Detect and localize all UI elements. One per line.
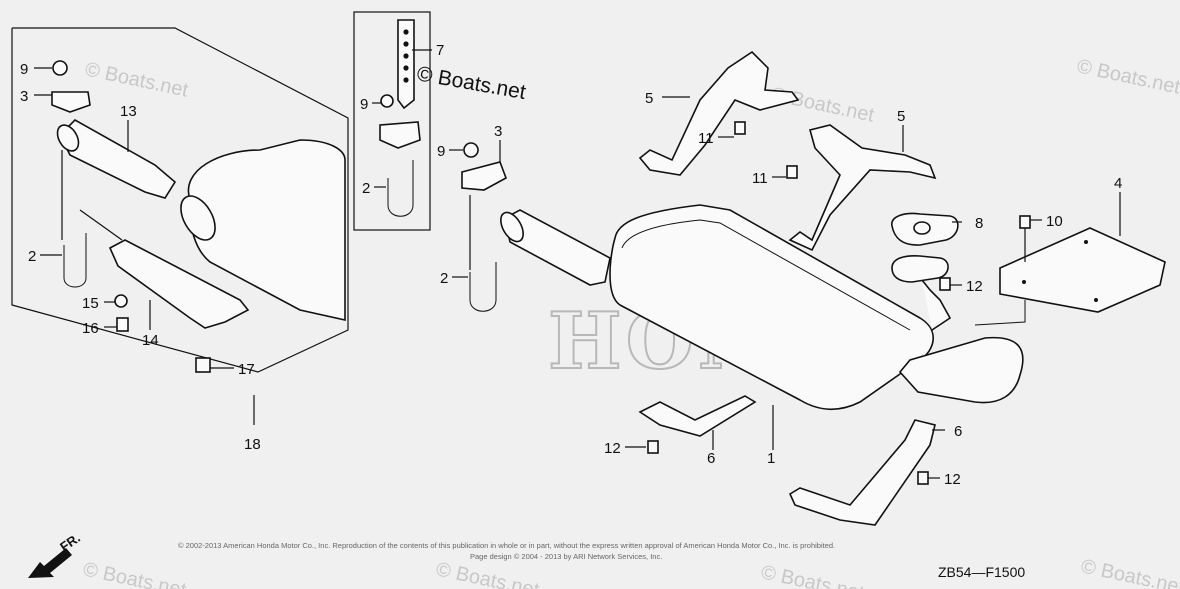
diagram-code: ZB54—F1500 bbox=[938, 564, 1025, 580]
tail-pipe-13 bbox=[59, 119, 177, 199]
left-inset-frame bbox=[11, 27, 349, 373]
callout-6b: 6 bbox=[954, 423, 962, 440]
callout-8: 8 bbox=[975, 215, 983, 232]
bracket-6-lower bbox=[638, 395, 757, 437]
callout-14: 14 bbox=[142, 332, 159, 349]
leader-lines bbox=[34, 49, 1121, 479]
bracket-5-upper-left bbox=[638, 50, 800, 176]
callout-5b: 5 bbox=[897, 108, 905, 125]
main-watermark: © Boats.net bbox=[415, 62, 528, 104]
callout-13: 13 bbox=[120, 103, 137, 120]
bolt-10 bbox=[1019, 215, 1031, 229]
clamp-center bbox=[379, 121, 421, 149]
callout-4: 4 bbox=[1114, 175, 1122, 192]
ghost-watermark-7: © Boats.net bbox=[1079, 555, 1180, 589]
center-inset-frame bbox=[353, 11, 431, 231]
bracket-6-right bbox=[788, 419, 936, 526]
heat-shield-4 bbox=[999, 227, 1166, 313]
callout-18: 18 bbox=[244, 436, 261, 453]
nut-9-left bbox=[52, 60, 68, 76]
callout-2a: 2 bbox=[28, 248, 36, 265]
callout-5a: 5 bbox=[645, 90, 653, 107]
upper-brackets bbox=[638, 50, 937, 252]
callout-2c: 2 bbox=[440, 270, 448, 287]
u-bolt-2-center bbox=[387, 160, 414, 217]
callout-9b: 9 bbox=[360, 96, 368, 113]
callout-12a: 12 bbox=[966, 278, 983, 295]
copyright-line-2: Page design © 2004 - 2013 by ARI Network… bbox=[470, 552, 662, 561]
u-bolt-2-left bbox=[63, 233, 87, 288]
bolt-12a bbox=[939, 277, 951, 291]
u-bolt-2-mid bbox=[469, 262, 497, 312]
ghost-watermark-3: © Boats.net bbox=[1075, 55, 1180, 98]
callout-15: 15 bbox=[82, 295, 99, 312]
callout-labels: 9 3 13 2 15 16 14 17 18 7 9 2 9 3 2 5 11… bbox=[20, 42, 1122, 488]
ghost-watermark-4: © Boats.net bbox=[81, 558, 189, 589]
center-inset bbox=[353, 11, 431, 231]
leader-4-shield bbox=[974, 300, 1026, 326]
leader-13-h bbox=[79, 209, 123, 241]
muffler-assembly bbox=[500, 204, 1024, 526]
bolt-12c bbox=[917, 471, 929, 485]
bracket-5-upper-right bbox=[788, 124, 937, 252]
hanger-14 bbox=[108, 239, 250, 329]
callout-17: 17 bbox=[238, 361, 255, 378]
bolt-11b bbox=[786, 165, 798, 179]
front-arrow-icon bbox=[28, 548, 72, 578]
left-inset bbox=[11, 27, 349, 425]
ghost-watermark-1: © Boats.net bbox=[83, 58, 191, 101]
front-direction-indicator: FR. bbox=[28, 530, 83, 578]
clamp-3-left bbox=[51, 91, 91, 113]
callout-9c: 9 bbox=[437, 143, 445, 160]
bolt-12b bbox=[647, 440, 659, 454]
callout-9a: 9 bbox=[20, 61, 28, 78]
muffler-inlet-pipe bbox=[504, 209, 611, 286]
outlet-pipe bbox=[898, 336, 1024, 404]
gasket-8-hole bbox=[913, 221, 931, 235]
callout-12b: 12 bbox=[604, 440, 621, 457]
small-bolts bbox=[647, 121, 951, 485]
heat-shield-group bbox=[974, 215, 1166, 326]
bolt-11a bbox=[734, 121, 746, 135]
callout-3a: 3 bbox=[20, 88, 28, 105]
muffler-inlet-inset bbox=[180, 195, 216, 241]
inlet-pipe-end bbox=[500, 211, 524, 243]
outlet-bend bbox=[921, 279, 952, 331]
tail-pipe-end bbox=[56, 124, 80, 152]
bolt-16 bbox=[116, 317, 129, 332]
stay-7 bbox=[397, 19, 415, 110]
callout-6a: 6 bbox=[707, 450, 715, 467]
ghost-watermark-5: © Boats.net bbox=[434, 558, 542, 589]
callout-11a: 11 bbox=[698, 130, 714, 147]
muffler-seam bbox=[621, 219, 911, 331]
callout-2b: 2 bbox=[362, 180, 370, 197]
callout-1: 1 bbox=[767, 450, 775, 467]
flange-gasket bbox=[891, 255, 949, 283]
nut-9-mid bbox=[463, 142, 479, 158]
copyright-line-1: © 2002-2013 American Honda Motor Co., In… bbox=[178, 541, 835, 550]
bolt-17 bbox=[195, 357, 211, 373]
muffler-shell-inset bbox=[187, 139, 346, 321]
callout-3b: 3 bbox=[494, 123, 502, 140]
callout-10: 10 bbox=[1046, 213, 1063, 230]
callout-7: 7 bbox=[436, 42, 444, 59]
washer-15 bbox=[114, 294, 128, 308]
callout-16: 16 bbox=[82, 320, 99, 337]
front-label: FR. bbox=[57, 530, 83, 554]
middle-clamp-group bbox=[461, 142, 507, 312]
gasket-group bbox=[891, 212, 959, 283]
ghost-watermark-6: © Boats.net bbox=[759, 561, 867, 589]
clamp-3-mid bbox=[461, 161, 507, 191]
callout-11b: 11 bbox=[752, 170, 768, 187]
nut-9-center bbox=[380, 94, 394, 108]
callout-12c: 12 bbox=[944, 471, 961, 488]
ghost-watermark-2: © Boats.net bbox=[769, 83, 877, 126]
